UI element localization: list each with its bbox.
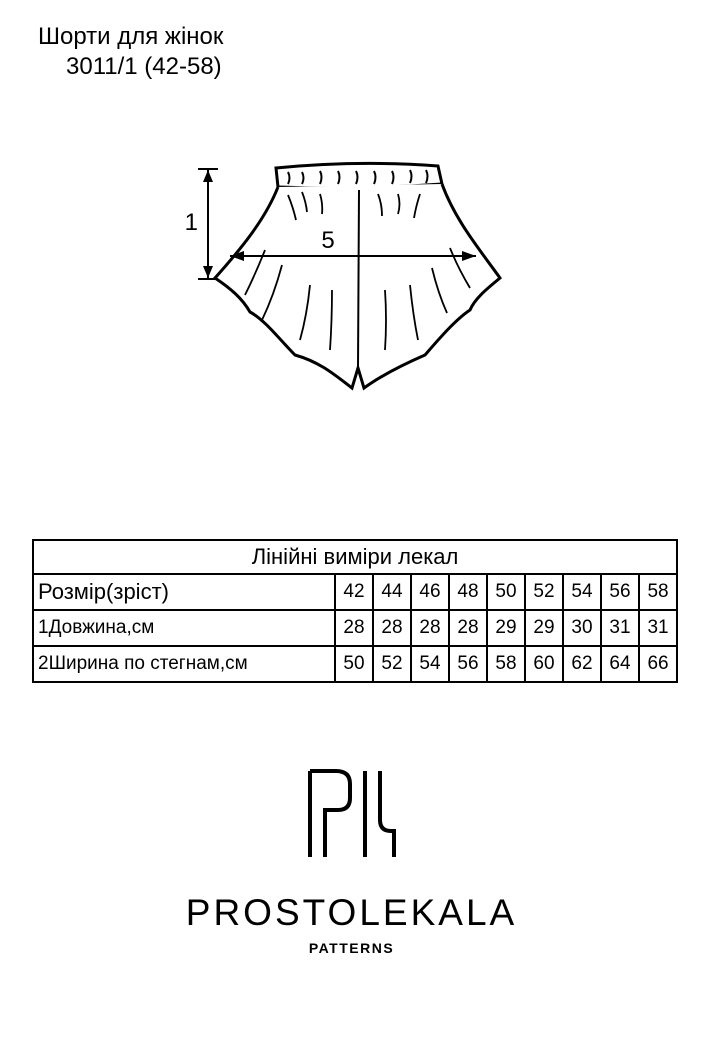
brand-logo-icon (307, 769, 396, 857)
center-seam (357, 189, 360, 369)
table-cell: 54 (410, 645, 450, 683)
table-cell: 50 (486, 573, 526, 611)
brand-logo-block: PROSTOLEKALA PATTERNS (0, 768, 703, 956)
table-cell: 58 (637, 573, 679, 611)
table-cell: 29 (524, 609, 564, 647)
row-label: 2Ширина по стегнам,см (32, 645, 336, 683)
dim-width-label: 5 (321, 227, 334, 254)
brand-tagline: PATTERNS (308, 940, 395, 956)
drape-lines (244, 191, 471, 351)
measurements-table: Лінійні виміри лекал Розмір(зріст) 42 44… (31, 539, 679, 683)
table-cell: 56 (448, 645, 488, 683)
table-cell: 29 (486, 609, 526, 647)
dim-width-arrow-left (230, 251, 244, 261)
table-cell: 30 (562, 609, 602, 647)
table-cell: 44 (372, 573, 412, 611)
model-code: 3011/1 (42-58) (66, 53, 222, 80)
table-cell: 54 (562, 573, 602, 611)
document-title: Шорти для жінок 3011/1 (42-58) (38, 22, 223, 82)
table-cell: 58 (486, 645, 526, 683)
table-cell: 52 (524, 573, 564, 611)
table-cell: 48 (448, 573, 488, 611)
title-text: Шорти для жінок (38, 23, 224, 50)
table-cell: 28 (448, 609, 488, 647)
table-row: 1Довжина,см 28 28 28 28 29 29 30 31 31 (32, 609, 679, 647)
table-cell: 50 (334, 645, 374, 683)
table-heading: Лінійні виміри лекал (31, 539, 679, 575)
waistband-gathers (287, 169, 429, 185)
row-label: Розмір(зріст) (32, 573, 336, 611)
dim-length-label: 1 (185, 209, 198, 236)
table-heading-row: Лінійні виміри лекал (31, 539, 679, 575)
row-label: 1Довжина,см (32, 609, 336, 647)
table-cell: 31 (600, 609, 640, 647)
dim-length-arrow-bottom (203, 266, 213, 278)
table-cell: 60 (524, 645, 564, 683)
dim-length-arrow-top (203, 170, 213, 182)
waistband-outline (274, 161, 444, 190)
table-cell: 52 (372, 645, 412, 683)
table-cell: 31 (637, 609, 679, 647)
table-cell: 28 (334, 609, 374, 647)
table-cell: 28 (372, 609, 412, 647)
table-cell: 42 (334, 573, 374, 611)
table-cell: 28 (410, 609, 450, 647)
table-cell: 62 (562, 645, 602, 683)
table-cell: 56 (600, 573, 640, 611)
table-row: Розмір(зріст) 42 44 46 48 50 52 54 56 58 (32, 573, 679, 611)
table-cell: 64 (600, 645, 640, 683)
table-row: 2Ширина по стегнам,см 50 52 54 56 58 60 … (32, 645, 679, 683)
dim-width-arrow-right (462, 251, 476, 261)
brand-name: PROSTOLEKALA (185, 892, 518, 933)
shorts-technical-drawing: 1 5 (185, 161, 503, 391)
table-cell: 46 (410, 573, 450, 611)
table-cell: 66 (637, 645, 679, 683)
measurements-table-wrapper: Лінійні виміри лекал Розмір(зріст) 42 44… (31, 539, 679, 683)
